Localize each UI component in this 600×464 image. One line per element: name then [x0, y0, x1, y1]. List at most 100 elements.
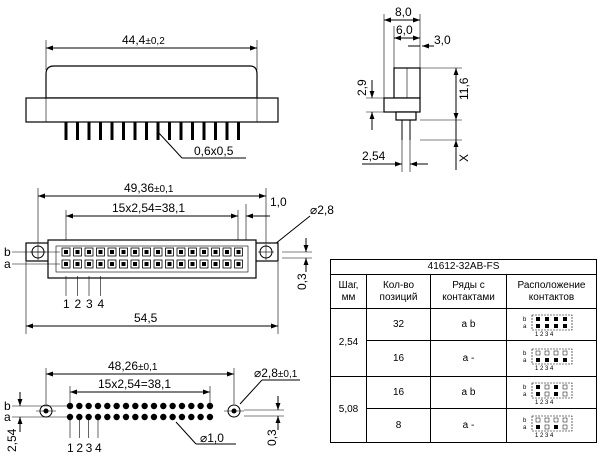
contact [98, 250, 103, 254]
header-layout: Расположение контактов [505, 274, 598, 309]
contact [64, 250, 68, 254]
mini-empty [562, 384, 567, 389]
front-dim-row-gap: 0,3 [295, 273, 309, 290]
contact [121, 250, 126, 254]
fp-row-a: a [4, 410, 11, 424]
contact [144, 262, 149, 266]
pin-row [64, 122, 240, 140]
contact [98, 262, 103, 266]
contact [236, 250, 241, 254]
contact-matrix [61, 247, 243, 269]
contact [121, 262, 126, 266]
spec-table: 41612-32AB-FS Шаг, мм Кол-во позиций Ряд… [329, 259, 598, 443]
side-dim-right: 3,0 [434, 33, 451, 47]
fp-pin-number: 1 [67, 441, 74, 455]
fp-dim-pitch: 2,54 [5, 428, 19, 452]
mini-row-a: a [523, 324, 527, 330]
footprint-pin [160, 402, 167, 410]
footprint-pin [104, 402, 111, 410]
header-rows: Ряды с контактами [430, 274, 507, 309]
top-view: 44,4±0,2 0,6х0,5 [25, 33, 279, 159]
footprint-pins [66, 402, 214, 421]
mini-empty [544, 350, 549, 355]
mini-contact [553, 316, 558, 321]
pin [122, 122, 125, 140]
pin [225, 122, 229, 140]
side-dim-x: X [457, 154, 471, 162]
pin-number: 2 [75, 297, 82, 311]
footprint-pin [113, 402, 120, 410]
mini-empty [553, 417, 558, 422]
front-dim-hole-dia: ⌀2,8 [310, 203, 334, 217]
pin [202, 122, 206, 140]
mini-contact [562, 323, 567, 328]
cell-positions: 16 [366, 376, 431, 409]
footprint-pin [197, 413, 204, 421]
mini-empty [562, 424, 567, 429]
fp-row-b: b [4, 399, 11, 413]
cell-rows: a b [430, 376, 507, 409]
contact [179, 250, 183, 254]
fp-pin-number: 2 [76, 441, 83, 455]
footprint-pin [150, 413, 158, 421]
mini-empty [562, 350, 567, 355]
fp-pin-number: 4 [95, 441, 102, 455]
pin [76, 122, 79, 140]
footprint-pin [132, 413, 139, 421]
contact [133, 250, 137, 254]
cell-rows: a - [430, 340, 507, 377]
contact [75, 250, 80, 254]
side-flange [383, 97, 421, 113]
mini-row-b: b [523, 418, 527, 424]
contact [190, 262, 195, 266]
contact [167, 250, 172, 254]
contact [110, 262, 114, 266]
footprint-pin [197, 402, 204, 410]
contact [87, 262, 91, 266]
footprint-pin [85, 413, 92, 421]
contact [64, 262, 68, 266]
cell-pitch: 2,54 [330, 308, 367, 377]
footprint-pin [206, 402, 214, 410]
cell-pitch: 5,08 [330, 376, 367, 443]
fp-pin-number: 3 [86, 441, 93, 455]
mini-contact [553, 384, 558, 389]
mini-empty [553, 350, 558, 355]
contact [133, 262, 137, 266]
footprint-pin [206, 413, 214, 421]
side-dim-height: 11,6 [457, 77, 471, 100]
contact [202, 262, 206, 266]
mini-row-b: b [523, 351, 527, 357]
contact [225, 262, 229, 266]
contact [156, 262, 160, 266]
contact [225, 250, 229, 254]
footprint-pin [141, 413, 148, 421]
mini-row-a: a [523, 425, 527, 431]
contact [167, 262, 172, 266]
pin [145, 122, 148, 140]
mini-frame [531, 382, 572, 398]
mini-contact [562, 357, 567, 362]
fp-dim-row-gap: 0,3 [265, 429, 279, 446]
pin [191, 122, 194, 140]
mini-contact [544, 323, 549, 328]
mini-empty [562, 391, 567, 396]
header-pitch: Шаг, мм [330, 274, 367, 309]
contact [110, 250, 114, 254]
footprint-pin [178, 413, 186, 421]
footprint-view: 48,26±0,1 15х2,54=38,1 ⌀2,8±0,1 b a 2,54… [4, 359, 300, 455]
pin [214, 122, 217, 140]
footprint-pin [188, 402, 195, 410]
footprint-pin [188, 413, 195, 421]
mini-nums: 1 2 3 4 [535, 366, 554, 371]
footprint-pin [85, 402, 92, 410]
footprint-pin [94, 413, 102, 421]
mini-empty [562, 417, 567, 422]
footprint-pin [113, 413, 120, 421]
mini-contact [553, 424, 558, 429]
mini-row-a: a [523, 358, 527, 364]
front-housing [47, 239, 257, 279]
